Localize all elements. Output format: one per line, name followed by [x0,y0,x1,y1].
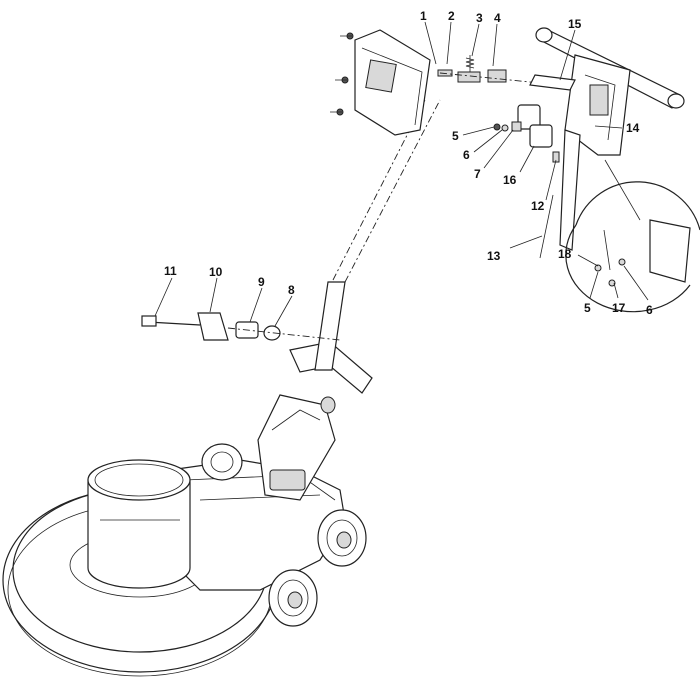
bracket-15 [529,74,576,91]
callout-13: 13 [487,249,501,263]
callout-8: 8 [288,283,295,297]
callout-7: 7 [474,167,481,181]
wheel-back [201,443,243,481]
handle-cover-plate [330,29,431,136]
dial-assembly [141,312,341,341]
callout-12: 12 [531,199,545,213]
handle-tube [314,99,441,371]
rear-wheel-left [268,569,318,627]
callout-16: 16 [503,173,517,187]
callout-1: 1 [420,9,427,23]
callout-14: 14 [626,121,640,135]
callout-2: 2 [448,9,455,23]
callout-labels: 1 2 3 4 15 14 5 6 7 16 12 13 18 5 17 6 1… [164,9,653,317]
callout-15: 15 [568,17,582,31]
motor-housing [87,459,191,589]
handle-yoke [257,341,373,501]
capacitor-16 [517,104,553,148]
callout-18: 18 [558,247,572,261]
rear-wheel-right [317,509,367,567]
callout-6b: 6 [646,303,653,317]
callout-17: 17 [612,301,626,315]
leader-lines [154,21,649,327]
callout-4: 4 [494,11,501,25]
callout-5b: 5 [584,301,591,315]
callout-5: 5 [452,129,459,143]
detail-view [565,159,700,313]
callout-10: 10 [209,265,223,279]
control-housing [539,54,631,259]
callout-3: 3 [476,11,483,25]
callout-9: 9 [258,275,265,289]
callout-11: 11 [164,264,177,278]
callout-6: 6 [463,148,470,162]
